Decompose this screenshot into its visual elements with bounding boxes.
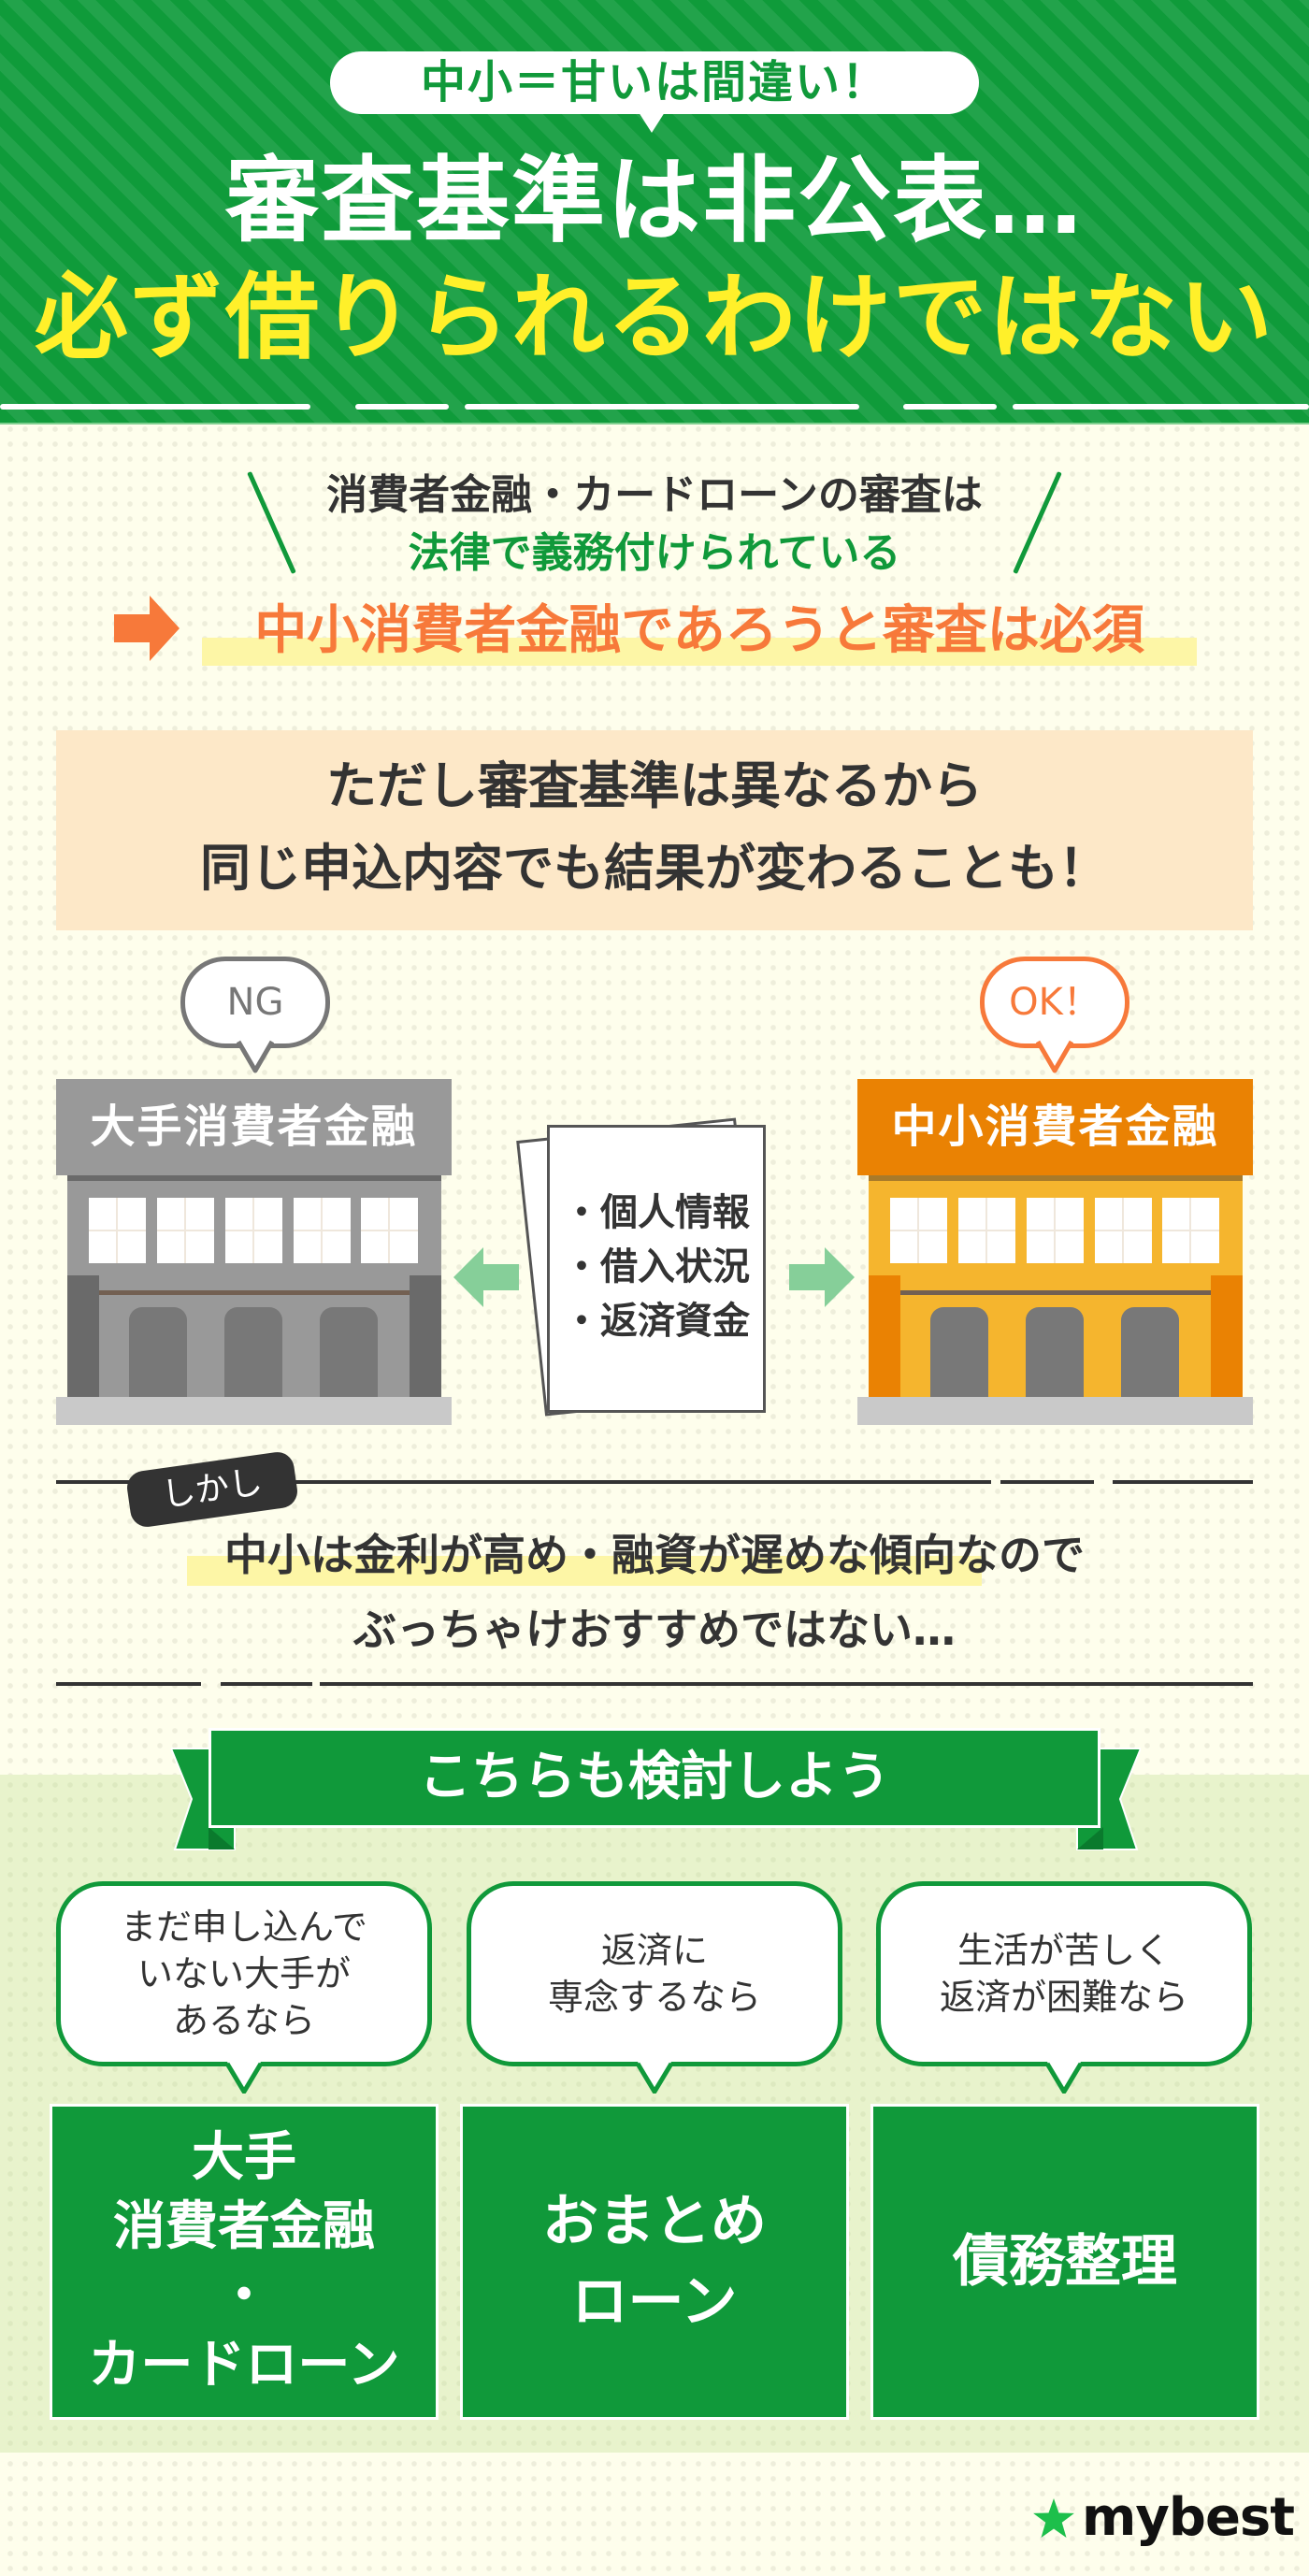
ok-label: OK！	[1009, 981, 1100, 1024]
criteria-line-2: 同じ申込内容でも結果が変わることも！	[200, 839, 1109, 898]
divider-line	[1113, 1480, 1253, 1484]
star-icon	[1033, 2497, 1074, 2538]
window	[225, 1198, 282, 1263]
pillar	[410, 1275, 441, 1397]
condition-text: 返済に 専念するなら	[547, 1930, 761, 2018]
divider-dash	[355, 404, 449, 410]
divider-line	[1000, 1480, 1094, 1484]
law-statement-emphasis: 法律で義務付けられている	[408, 529, 901, 577]
option-card-major-lender[interactable]: 大手 消費者金融 ・ カードローン	[50, 2104, 439, 2420]
bubble-tail	[1045, 2062, 1083, 2094]
however-line-1: 中小は金利が高め・融資が遅めな傾向なので	[224, 1530, 1085, 1580]
however-tag: しかし	[124, 1449, 300, 1530]
divider-line	[221, 1682, 312, 1686]
however-line-2: ぶっちゃけおすすめではない…	[353, 1605, 956, 1655]
highlight-marker	[202, 638, 1197, 666]
pillar	[1211, 1275, 1243, 1397]
right-arrow-icon	[789, 1247, 855, 1307]
ok-bubble-tail	[1035, 1040, 1074, 1073]
condition-bubble: 返済に 専念するなら	[467, 1881, 842, 2066]
major-lender-building: 大手消費者金融	[56, 1079, 452, 1425]
option-card-debt-settlement[interactable]: 債務整理	[870, 2104, 1259, 2420]
bubble-tail	[636, 2062, 673, 2094]
criteria-box	[56, 730, 1253, 930]
building-base	[56, 1397, 452, 1425]
door	[320, 1307, 378, 1397]
door	[1121, 1307, 1179, 1397]
ng-label: NG	[226, 981, 284, 1024]
window	[1095, 1198, 1152, 1263]
badge-pill: 中小＝甘いは間違い！	[330, 51, 979, 114]
page-subtitle: 必ず借りられるわけではない	[35, 263, 1274, 372]
option-card-consolidation-loan[interactable]: おまとめ ローン	[460, 2104, 849, 2420]
criteria-line-1: ただし審査基準は異なるから	[326, 756, 983, 815]
awning-bar	[900, 1290, 1211, 1295]
document-item: ・返済資金	[563, 1300, 750, 1343]
ok-speech-bubble: OK！	[980, 957, 1129, 1048]
window	[1162, 1198, 1219, 1263]
window	[294, 1198, 351, 1263]
law-statement: 消費者金融・カードローンの審査は	[326, 471, 983, 519]
alternatives-banner: こちらも検討しよう	[209, 1728, 1100, 1828]
mybest-logo: mybest	[1033, 2487, 1295, 2548]
window	[890, 1198, 947, 1263]
divider-dash	[0, 404, 310, 410]
law-conclusion: 中小消費者金融であろうと審査は必須	[254, 600, 1144, 661]
option-title: おまとめ ローン	[542, 2189, 767, 2335]
highlight-marker	[187, 1556, 982, 1586]
left-arrow-icon	[453, 1247, 519, 1307]
condition-text: まだ申し込んで いない大手が あるなら	[120, 1907, 368, 2041]
badge-pill-tail	[639, 112, 665, 133]
pillar	[67, 1275, 99, 1397]
divider-dash	[465, 404, 859, 410]
building-ledge	[67, 1175, 441, 1181]
window	[958, 1198, 1015, 1263]
document-items: ・個人情報 ・借入状況 ・返済資金	[547, 1186, 766, 1348]
door	[129, 1307, 187, 1397]
condition-bubble: 生活が苦しく 返済が困難なら	[876, 1881, 1252, 2066]
door	[1026, 1307, 1084, 1397]
major-lender-sign: 大手消費者金融	[56, 1079, 452, 1175]
ng-bubble-tail	[236, 1040, 275, 1073]
small-lender-sign: 中小消費者金融	[857, 1079, 1253, 1175]
option-title: 債務整理	[953, 2229, 1177, 2295]
divider-dash	[1013, 404, 1309, 410]
pillar	[869, 1275, 900, 1397]
condition-text: 生活が苦しく 返済が困難なら	[939, 1930, 1188, 2018]
divider-line	[56, 1682, 201, 1686]
option-title: 大手 消費者金融 ・ カードローン	[88, 2127, 400, 2396]
window	[361, 1198, 418, 1263]
window	[157, 1198, 214, 1263]
small-lender-building: 中小消費者金融	[857, 1079, 1253, 1425]
building-ledge	[869, 1175, 1243, 1181]
building-base	[857, 1397, 1253, 1425]
document-item: ・借入状況	[563, 1245, 750, 1288]
condition-bubble: まだ申し込んで いない大手が あるなら	[56, 1881, 432, 2066]
page-title: 審査基準は非公表…	[225, 146, 1084, 255]
door	[224, 1307, 282, 1397]
divider-dash	[903, 404, 997, 410]
document-item: ・個人情報	[563, 1191, 750, 1234]
door	[930, 1307, 988, 1397]
awning-bar	[99, 1290, 410, 1295]
divider-line	[56, 1480, 991, 1484]
logo-text: mybest	[1082, 2487, 1295, 2548]
application-document	[547, 1125, 766, 1413]
window	[1027, 1198, 1084, 1263]
ng-speech-bubble: NG	[180, 957, 330, 1048]
bubble-tail	[225, 2062, 263, 2094]
right-arrow-icon	[114, 596, 180, 661]
window	[89, 1198, 146, 1263]
divider-line	[320, 1682, 1253, 1686]
